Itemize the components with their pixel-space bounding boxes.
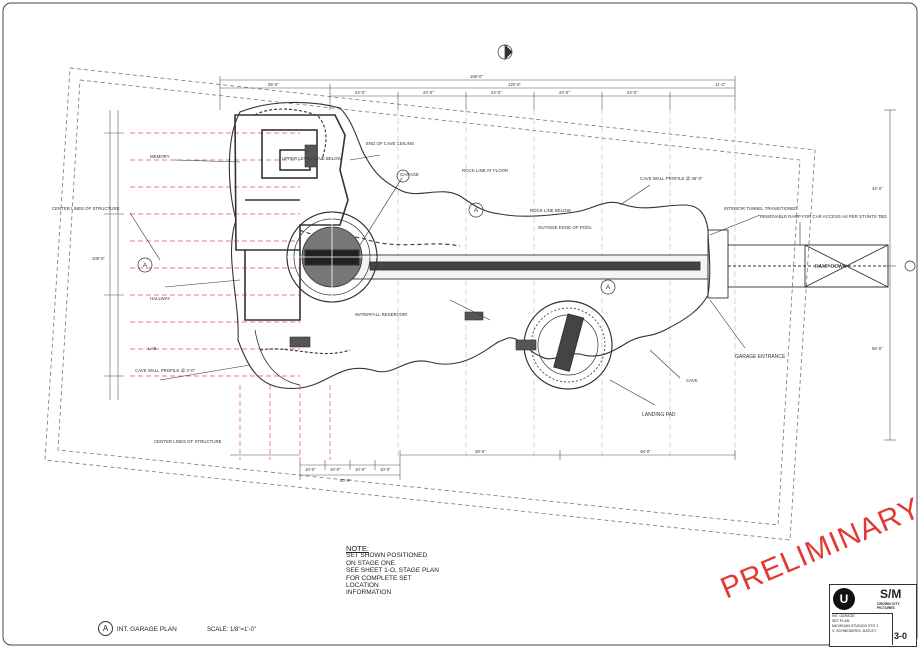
top-dimensions xyxy=(219,76,736,110)
note-line: SET SHOWN POSITIONED xyxy=(346,552,428,560)
label-interior-tunnel: INTERIOR TUNNEL TRANSITIONED xyxy=(724,206,797,211)
designer: V. SCHNEIDER/S. DATLEY xyxy=(832,629,877,633)
section-markers xyxy=(137,44,916,295)
callout-letter-2: A xyxy=(606,285,610,291)
label-rock-line-below: ROCK LINE BELOW xyxy=(530,208,572,213)
label-lab: LAB xyxy=(148,346,156,351)
company-name: CROWN CITY PICTURES xyxy=(877,602,900,610)
dim-top-a: 35'-0" xyxy=(268,82,279,87)
label-center-lines-top: CENTER LINES OF STRUCTURE xyxy=(52,206,120,211)
stage-outline xyxy=(44,67,816,541)
label-ramp-down: RAMP DOWN xyxy=(815,264,847,270)
dim-bot-overall: 60'-0" xyxy=(340,478,351,483)
note-line: INFORMATION xyxy=(346,589,392,597)
label-rock-line-floor: ROCK LINE AT FLOOR xyxy=(462,168,508,173)
company-logo: S/M xyxy=(880,587,902,601)
dim-seg-1: 24'-0" xyxy=(355,90,366,95)
dim-left: 106'-0" xyxy=(92,256,106,261)
grid-lines xyxy=(397,100,736,460)
label-end-cave-ceiling: END OF CAVE CEILING xyxy=(366,141,415,146)
dim-seg-2: 24'-0" xyxy=(423,90,434,95)
left-dimensions xyxy=(104,110,124,400)
dim-top-b: 120'-0" xyxy=(508,82,522,87)
note-line: SEE SHEET 1-O, STAGE PLAN xyxy=(346,567,439,575)
callout-letter-3: A xyxy=(143,263,147,269)
sheet-number: 3-0 xyxy=(894,631,908,641)
dim-overall-top: 169'-0" xyxy=(470,74,484,79)
label-garage: GARAGE xyxy=(400,172,419,177)
set-location: MICHIGAN STUDIOS STG 1 xyxy=(832,624,879,628)
dim-bot-far: 48'-0" xyxy=(640,449,651,454)
walls xyxy=(234,114,349,321)
label-waterfall-reservoir: WATERFALL RESERVOIR xyxy=(355,312,407,317)
sheet-type: SET PLAN xyxy=(832,619,850,623)
cave-outline xyxy=(228,101,711,390)
note-heading: NOTE: xyxy=(346,544,369,553)
structure-centerlines xyxy=(130,132,331,460)
landing-pad-circle xyxy=(523,300,613,390)
label-removable-ramp: REMOVABLE RAMP FOR CAR ACCESS AS PER STU… xyxy=(760,214,887,219)
dim-bot-1: 10'-0" xyxy=(305,467,316,472)
plan-labels: END OF CAVE CEILING GARAGE ROCK LINE AT … xyxy=(52,141,887,444)
caption-title: INT. GARAGE PLAN xyxy=(116,626,177,633)
caption-callout: A xyxy=(98,621,113,636)
label-upper-level-cave: UPPER LEVEL CAVE BELOW xyxy=(282,156,343,161)
label-cave: CAVE xyxy=(686,378,698,383)
dim-right-top: 44'-0" xyxy=(872,186,883,191)
right-dimensions xyxy=(884,109,896,441)
dim-top-c: 11'-2" xyxy=(715,82,726,87)
ramp xyxy=(351,229,889,299)
label-hallway: HALLWAY xyxy=(150,296,170,301)
dim-bot-2: 10'-0" xyxy=(330,467,341,472)
label-cave-wall-profile-b: CAVE WALL PROFILE @ 3'-0" xyxy=(135,368,196,373)
drawing-scale: SCALE: 1/8"=1'-0" xyxy=(207,627,256,633)
dim-bot-4: 10'-0" xyxy=(380,467,391,472)
note-line: FOR COMPLETE SET LOCATION xyxy=(346,574,412,590)
callout-letter-1: A xyxy=(474,208,478,214)
set-title: INT. GARAGE xyxy=(832,614,855,618)
dimension-labels: 169'-0" 35'-0" 120'-0" 11'-2" 24'-0" 24'… xyxy=(92,74,883,483)
bottom-dimensions xyxy=(230,450,736,480)
dim-seg-4: 24'-0" xyxy=(559,90,570,95)
drawing-caption: A INT. GARAGE PLAN xyxy=(98,621,177,636)
label-garage-entrance: GARAGE ENTRANCE xyxy=(735,354,786,360)
turntable xyxy=(286,211,378,303)
studio-logo-icon: U xyxy=(833,588,855,610)
dim-seg-3: 24'-0" xyxy=(491,90,502,95)
label-landing-pad: LANDING PAD xyxy=(642,412,676,418)
dim-bot-right: 28'-6" xyxy=(475,449,486,454)
dim-seg-5: 24'-0" xyxy=(627,90,638,95)
label-cave-wall-profile-a: CAVE WALL PROFILE @ 35'-0" xyxy=(640,176,703,181)
general-note: NOTE: SET SHOWN POSITIONED ON STAGE ONE.… xyxy=(346,545,446,597)
label-center-lines-bottom: CENTER LINES OF STRUCTURE xyxy=(154,439,222,444)
dim-right-bot: 56'-0" xyxy=(872,346,883,351)
label-edge-of-pool: OUTSIDE EDGE OF POOL xyxy=(538,225,592,230)
label-memory: MEMORY xyxy=(150,154,170,159)
title-block: U S/M CROWN CITY PICTURES INT. GARAGE SE… xyxy=(829,584,917,647)
note-line: ON STAGE ONE. xyxy=(346,559,397,567)
leaders xyxy=(129,154,801,406)
dim-bot-3: 10'-0" xyxy=(355,467,366,472)
